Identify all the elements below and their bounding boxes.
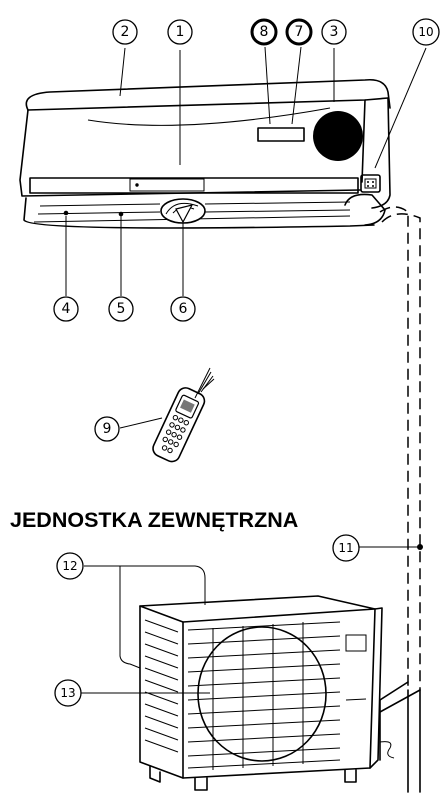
label-10: 10 [412,18,440,46]
fan-grille [187,621,341,770]
label-3: 3 [321,19,347,45]
label-7: 7 [285,18,313,46]
label-13: 13 [54,679,82,707]
connecting-pipe [379,206,423,793]
label-9: 9 [94,416,120,442]
svg-text:10: 10 [418,25,433,39]
svg-text:2: 2 [121,24,130,40]
receiver-window [313,111,363,161]
remote-control [152,387,206,463]
svg-text:6: 6 [179,301,188,317]
callout-lines [65,46,427,694]
label-1: 1 [167,19,193,45]
svg-text:5: 5 [117,301,126,317]
label-6: 6 [170,296,196,322]
outdoor-unit-title: JEDNOSTKA ZEWNĘTRZNA [10,508,298,532]
louver-knob [160,198,206,224]
label-5: 5 [108,296,134,322]
label-8: 8 [250,18,278,46]
svg-text:4: 4 [62,301,71,317]
svg-text:12: 12 [62,559,77,573]
svg-text:13: 13 [60,686,75,700]
side-grille [144,619,179,753]
svg-text:7: 7 [295,24,304,40]
svg-text:11: 11 [338,541,353,555]
manual-control-panel [360,174,381,193]
svg-text:8: 8 [260,24,269,40]
label-12: 12 [56,552,84,580]
infrared-signal [194,367,215,399]
display-window [257,127,305,142]
svg-text:3: 3 [330,24,339,40]
svg-text:9: 9 [103,421,112,437]
label-11: 11 [332,534,360,562]
label-4: 4 [53,296,79,322]
svg-text:1: 1 [176,24,185,40]
indoor-unit [19,78,391,229]
label-2: 2 [112,19,138,45]
outdoor-unit [139,595,421,791]
